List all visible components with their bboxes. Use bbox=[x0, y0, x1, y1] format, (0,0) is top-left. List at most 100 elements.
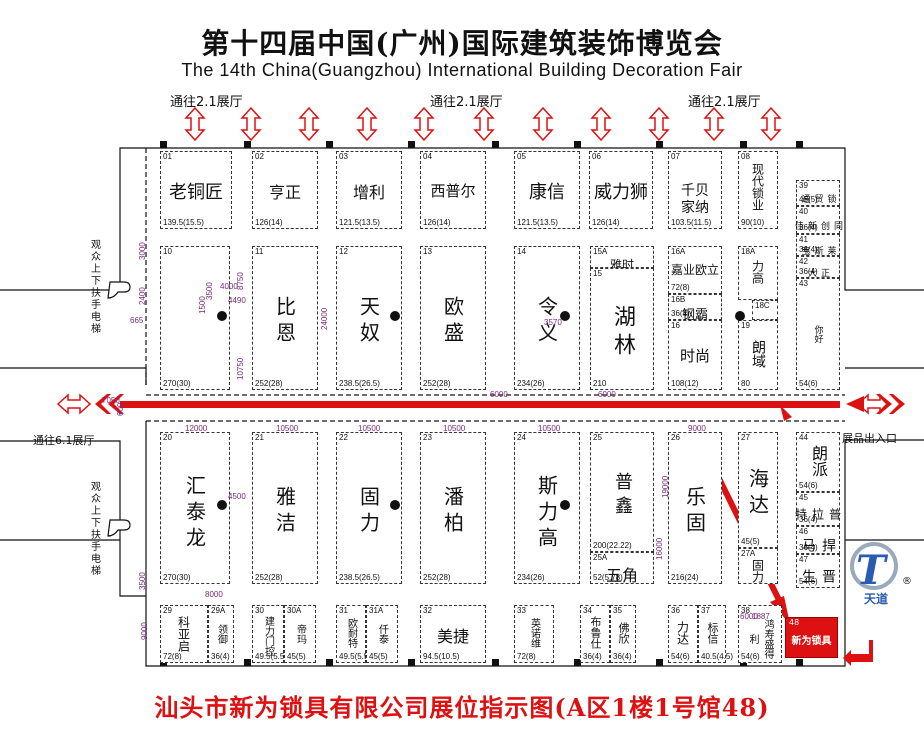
booth-area: 72(8) bbox=[671, 283, 690, 292]
to-hall-label: 通往2.1展厅 bbox=[430, 95, 503, 110]
booth-number: 07 bbox=[671, 152, 680, 161]
booth-name: 帝玛 bbox=[294, 623, 306, 644]
booth-number: 29 bbox=[163, 606, 172, 615]
booth-number: 37 bbox=[701, 606, 710, 615]
booth-area: 200(22.22) bbox=[593, 541, 632, 550]
booth-number: 19 bbox=[741, 321, 750, 330]
booth-area: 126(14) bbox=[255, 218, 283, 227]
booth-area: 139.5(15.5) bbox=[163, 218, 204, 227]
booth-area: 45(5) bbox=[799, 195, 818, 204]
booth-name: 固力 bbox=[356, 486, 381, 538]
booth-number: 47 bbox=[799, 555, 808, 564]
booth-18c[interactable]: 18C bbox=[752, 300, 778, 320]
booth-name-secondary: 家纳 bbox=[681, 200, 709, 216]
dimension-label: 10500 bbox=[538, 424, 561, 433]
booth-name: 力高 bbox=[750, 260, 765, 285]
booth-name: 固力 bbox=[750, 559, 765, 583]
booth-number: 16 bbox=[671, 321, 680, 330]
booth-name: 现代锁业 bbox=[750, 163, 765, 212]
booth-number: 42 bbox=[799, 257, 808, 266]
booth-name: 增利 bbox=[352, 183, 385, 202]
logo-text: 天道 bbox=[864, 592, 889, 606]
booth-48-highlight[interactable]: 48 新为锁具 bbox=[785, 617, 838, 658]
booth-area: 126(14) bbox=[592, 218, 620, 227]
booth-number: 30 bbox=[255, 606, 264, 615]
booth-name: 正大 bbox=[806, 267, 829, 277]
booth-number: 10 bbox=[163, 247, 172, 256]
booth-area: 54(6) bbox=[799, 379, 818, 388]
booth-number: 14 bbox=[517, 247, 526, 256]
booth-area: 36(4) bbox=[799, 223, 818, 232]
booth-area: 126(14) bbox=[423, 218, 451, 227]
booth-name: 科亚启 bbox=[176, 616, 191, 652]
dimension-label: 2400 bbox=[138, 287, 147, 305]
booth-number: 06 bbox=[592, 152, 601, 161]
booth-name: 佛欣 bbox=[617, 622, 630, 645]
dimension-label: 10500 bbox=[276, 424, 299, 433]
booth-area: 121.5(13.5) bbox=[517, 218, 558, 227]
booth-number: 32 bbox=[423, 606, 432, 615]
dimension-label: 1887 bbox=[752, 612, 770, 621]
booth-area: 45(5) bbox=[287, 652, 306, 661]
dimension-label: 6000 bbox=[598, 390, 616, 399]
booth-area: 90(10) bbox=[741, 218, 765, 227]
dimension-label: 3500 bbox=[138, 572, 147, 590]
booth-area: 103.5(11.5) bbox=[671, 218, 712, 227]
booth-number: 46 bbox=[799, 527, 808, 536]
dimension-label: 7050 bbox=[102, 396, 120, 405]
booth-number: 04 bbox=[423, 152, 432, 161]
booth-area: 36(4) bbox=[671, 309, 690, 318]
dimension-label: 4000 bbox=[220, 282, 238, 291]
dimension-label: 24000 bbox=[320, 307, 329, 330]
booth-number: 31 bbox=[339, 606, 348, 615]
